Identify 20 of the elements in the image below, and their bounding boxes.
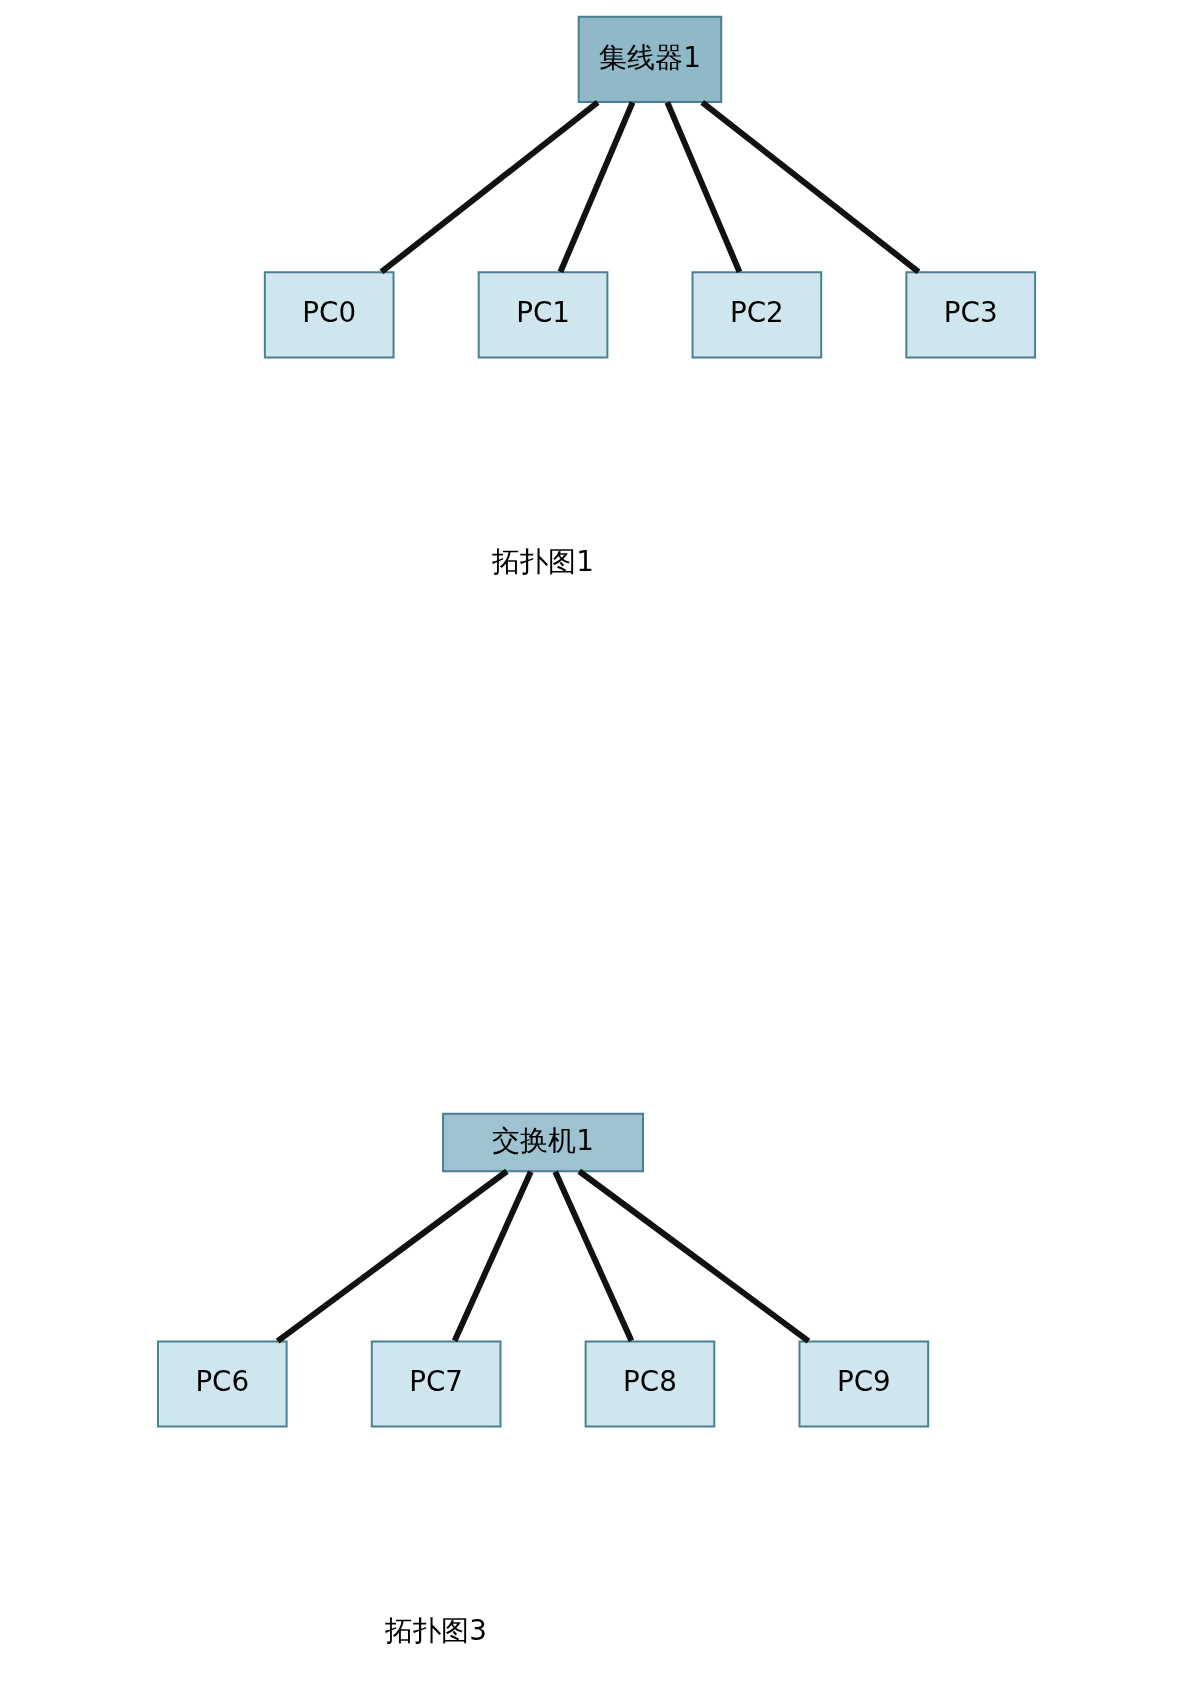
connector [379, 100, 600, 275]
node-box: PC2 [691, 271, 822, 359]
connector [552, 1170, 634, 1343]
connector [451, 1170, 533, 1343]
node-box: PC8 [584, 1340, 715, 1428]
connector [664, 101, 742, 274]
node-box: PC6 [156, 1340, 288, 1428]
node-box: PC0 [263, 271, 395, 359]
node-box: 集线器1 [577, 15, 722, 103]
node-box: PC7 [370, 1340, 501, 1428]
connector [576, 1168, 810, 1344]
connector [699, 100, 920, 275]
connector [275, 1168, 509, 1344]
node-box: PC1 [477, 271, 608, 359]
node-box: 交换机1 [441, 1112, 644, 1173]
label: 拓扑图3 [384, 1613, 487, 1647]
label: 拓扑图1 [491, 544, 594, 578]
node-box: PC9 [797, 1340, 929, 1428]
connector [557, 101, 635, 274]
node-box: PC3 [904, 271, 1036, 359]
